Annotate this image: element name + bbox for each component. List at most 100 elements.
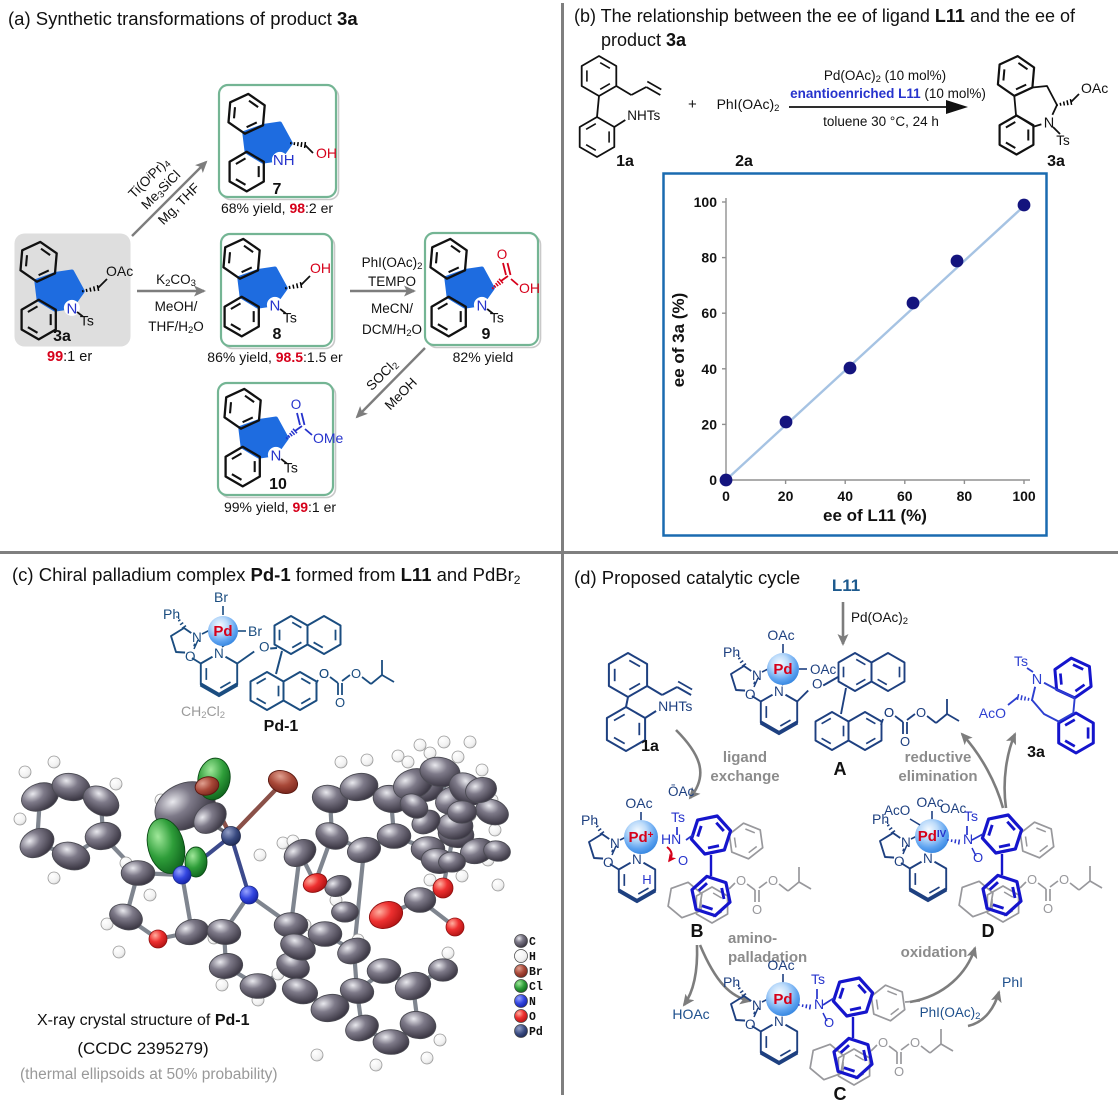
svg-text:Br: Br: [529, 966, 543, 979]
svg-text:C: C: [529, 936, 536, 949]
svg-text:OAc: OAc: [810, 662, 837, 677]
svg-text:Ts: Ts: [1014, 653, 1028, 669]
svg-text:OH: OH: [310, 260, 331, 276]
svg-text:O: O: [1043, 901, 1053, 916]
svg-text:(b) The relationship between t: (b) The relationship between the ee of l…: [574, 6, 1076, 26]
svg-text:N: N: [1044, 116, 1054, 132]
svg-text:toluene 30 °C, 24 h: toluene 30 °C, 24 h: [823, 114, 939, 129]
svg-text:100: 100: [1012, 488, 1036, 504]
svg-text:O: O: [768, 873, 778, 888]
svg-text:K2CO3: K2CO3: [156, 272, 196, 289]
svg-text:N: N: [901, 835, 911, 850]
svg-text:OAc: OAc: [916, 794, 943, 810]
svg-text:MeOH: MeOH: [382, 375, 420, 413]
svg-text:(c) Chiral palladium complex P: (c) Chiral palladium complex Pd-1 formed…: [12, 564, 521, 587]
svg-text:O: O: [259, 640, 270, 655]
svg-text:3a: 3a: [1047, 153, 1065, 170]
svg-text:O: O: [319, 666, 329, 681]
svg-text:L11: L11: [832, 576, 860, 595]
svg-text:O: O: [894, 1064, 904, 1079]
svg-text:N: N: [963, 831, 973, 847]
svg-text:N: N: [752, 668, 762, 683]
svg-text:Pd: Pd: [213, 623, 232, 640]
svg-text:A: A: [834, 759, 847, 779]
svg-text:O: O: [603, 855, 614, 870]
svg-text:N: N: [752, 998, 762, 1013]
svg-text:D: D: [982, 921, 995, 941]
svg-text:H: H: [529, 951, 536, 964]
svg-text:N: N: [214, 646, 224, 661]
svg-text:O: O: [884, 705, 894, 720]
svg-text:OAc: OAc: [1081, 80, 1108, 96]
svg-text:N: N: [192, 630, 202, 645]
svg-text:O: O: [335, 695, 345, 710]
svg-text:ee of 3a (%): ee of 3a (%): [669, 293, 688, 387]
svg-text:Pd(OAc)2: Pd(OAc)2: [851, 610, 908, 627]
svg-text:Pd: Pd: [773, 991, 792, 1008]
svg-text:Ts: Ts: [284, 460, 298, 476]
svg-text:Br: Br: [248, 623, 262, 639]
svg-text:O: O: [973, 850, 983, 865]
svg-text:ŌAc: ŌAc: [668, 784, 695, 799]
svg-text:Ph: Ph: [872, 811, 889, 827]
svg-text:PhI(OAc)2: PhI(OAc)2: [717, 96, 780, 114]
svg-text:60: 60: [897, 488, 913, 504]
svg-text:Ts: Ts: [490, 310, 504, 326]
svg-text:Pd(OAc)2 (10 mol%): Pd(OAc)2 (10 mol%): [824, 68, 946, 85]
svg-text:O: O: [745, 687, 756, 702]
svg-text:8: 8: [273, 326, 282, 343]
svg-text:N: N: [1032, 672, 1042, 688]
svg-text:Br: Br: [214, 589, 228, 605]
svg-text:amino-: amino-: [728, 930, 777, 947]
svg-text:0: 0: [722, 488, 730, 504]
svg-text:O: O: [894, 854, 905, 869]
svg-text:(thermal ellipsoids at 50% pro: (thermal ellipsoids at 50% probability): [20, 1066, 278, 1083]
svg-text:O: O: [185, 649, 196, 664]
svg-text:Pd+: Pd+: [628, 829, 653, 846]
svg-text:CH2Cl2: CH2Cl2: [181, 703, 225, 721]
svg-text:9: 9: [482, 326, 491, 343]
svg-text:N: N: [774, 684, 784, 699]
svg-text:O: O: [916, 705, 926, 720]
svg-text:N: N: [632, 852, 642, 867]
svg-text:ligand: ligand: [723, 749, 767, 766]
svg-text:86% yield, 98.5:1.5 er: 86% yield, 98.5:1.5 er: [207, 349, 343, 365]
svg-text:NHTs: NHTs: [627, 108, 660, 123]
svg-text:X-ray crystal structure of Pd-: X-ray crystal structure of Pd-1: [37, 1012, 250, 1029]
svg-text:DCM/H2O: DCM/H2O: [362, 322, 422, 339]
svg-text:O: O: [678, 853, 688, 868]
svg-text:Ts: Ts: [811, 971, 825, 987]
svg-text:O: O: [736, 873, 746, 888]
svg-text:O: O: [1027, 872, 1037, 887]
svg-text:PhI: PhI: [1002, 974, 1023, 990]
svg-text:Ph: Ph: [723, 644, 740, 660]
svg-text:elimination: elimination: [898, 768, 977, 785]
svg-text:O: O: [351, 666, 361, 681]
svg-text:OAc: OAc: [767, 957, 794, 973]
svg-text:1a: 1a: [616, 153, 634, 170]
svg-text:3a: 3a: [53, 328, 71, 345]
svg-text:N: N: [529, 996, 536, 1009]
svg-text:20: 20: [778, 488, 794, 504]
svg-text:MeOH/: MeOH/: [155, 299, 198, 314]
svg-text:N: N: [269, 297, 280, 314]
svg-text:100: 100: [694, 194, 718, 210]
svg-text:palladation: palladation: [728, 949, 807, 966]
svg-text:N: N: [270, 447, 281, 464]
svg-text:PdIV: PdIV: [918, 828, 947, 845]
svg-text:OAc: OAc: [625, 795, 652, 811]
svg-text:40: 40: [701, 361, 717, 377]
svg-text:oxidation: oxidation: [901, 944, 968, 961]
svg-text:product 3a: product 3a: [601, 30, 687, 50]
svg-text:+: +: [688, 96, 697, 113]
svg-text:HOAc: HOAc: [672, 1006, 709, 1022]
svg-text:O: O: [900, 734, 910, 749]
svg-text:0: 0: [709, 472, 717, 488]
svg-text:Ph: Ph: [581, 812, 598, 828]
svg-text:Cl: Cl: [529, 981, 543, 994]
svg-text:OH: OH: [519, 280, 540, 296]
svg-text:Pd: Pd: [773, 661, 792, 678]
svg-text:NH: NH: [273, 152, 295, 169]
svg-text:enantioenriched L11 (10 mol%): enantioenriched L11 (10 mol%): [790, 86, 986, 101]
svg-text:OMe: OMe: [313, 430, 344, 446]
